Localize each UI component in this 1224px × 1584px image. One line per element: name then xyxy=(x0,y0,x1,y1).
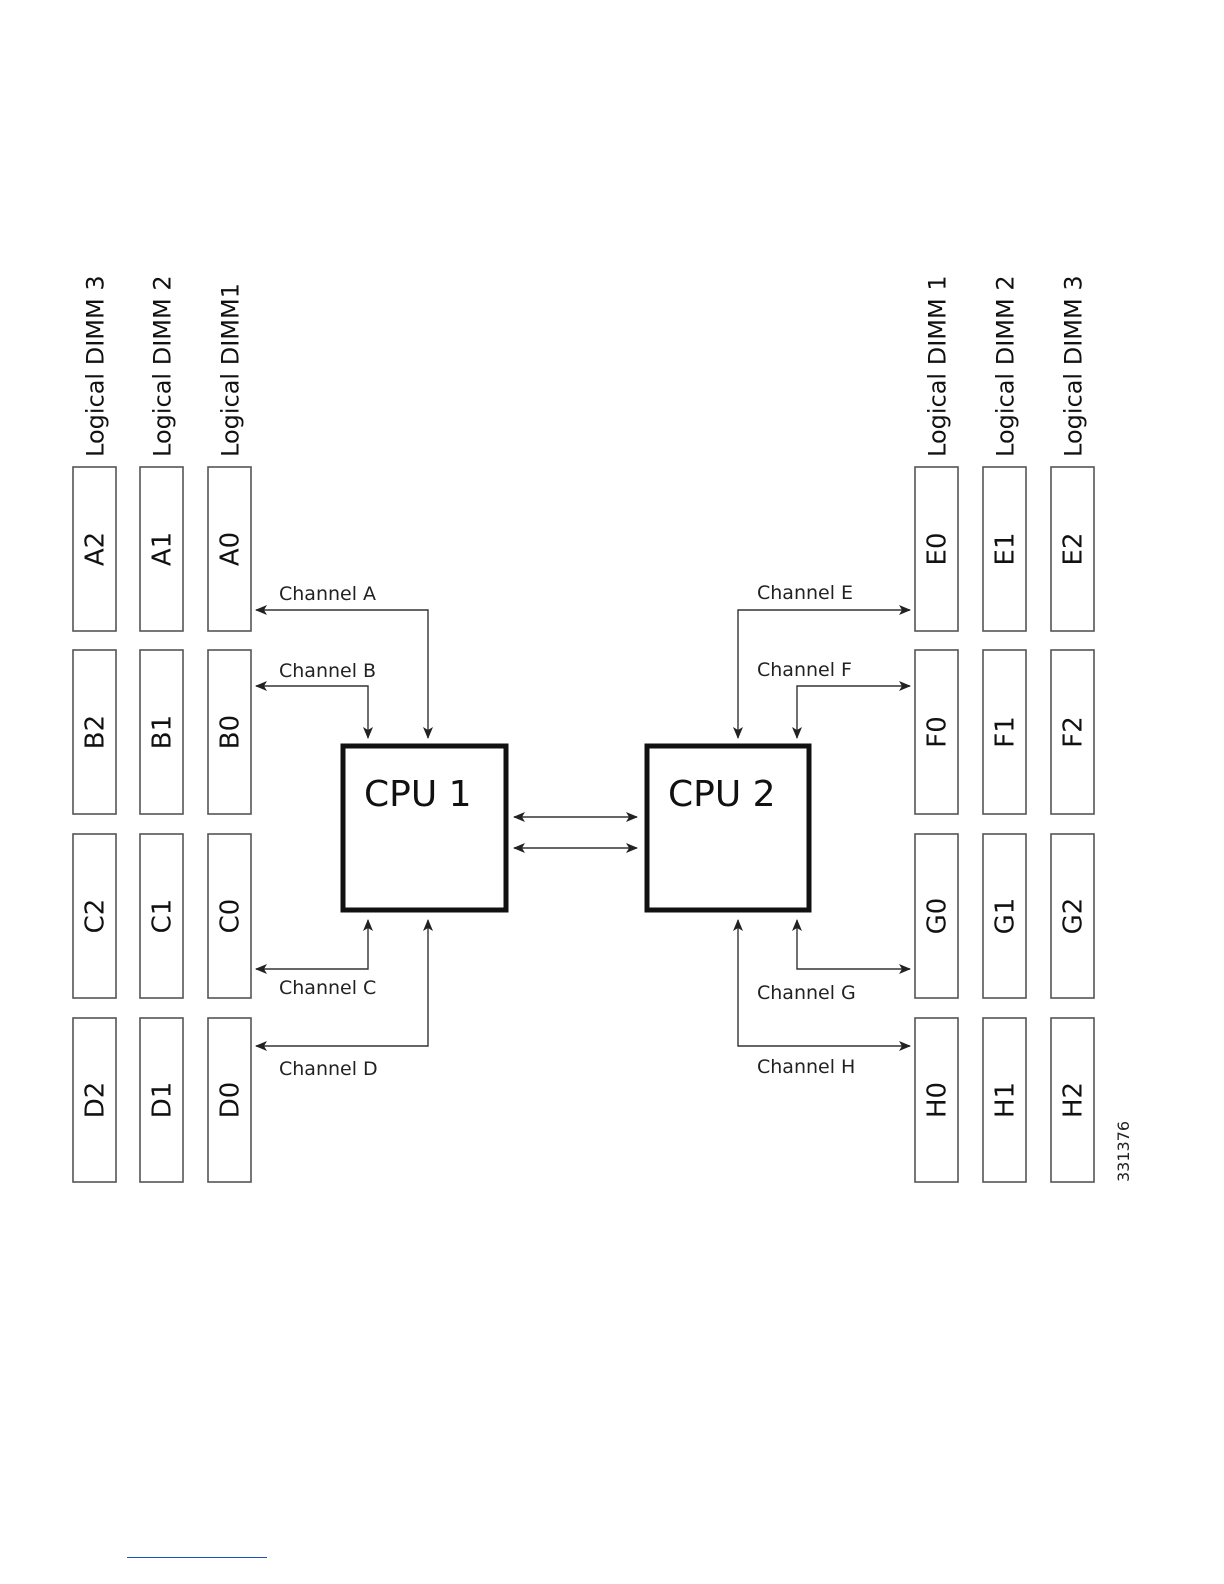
dimm-slot-label: F0 xyxy=(923,716,953,748)
cpu-interconnect xyxy=(514,817,637,848)
channel-b-connector xyxy=(256,686,368,738)
cpu2-box xyxy=(647,746,809,910)
logical-dimm-label: Logical DIMM 3 xyxy=(1060,275,1088,457)
dimm-slot-label: B2 xyxy=(81,715,111,749)
dimm-slot-label: C2 xyxy=(81,899,111,934)
dimm-slot-label: B0 xyxy=(216,715,246,749)
dimm-slot-label: B1 xyxy=(148,715,178,749)
channel-g-label: Channel G xyxy=(757,982,856,1004)
channel-a-label: Channel A xyxy=(279,583,376,605)
logical-dimm-label: Logical DIMM 1 xyxy=(924,275,952,457)
dimm-slot-label: H1 xyxy=(991,1082,1021,1118)
dimm-slot-label: E2 xyxy=(1059,533,1089,566)
dimm-slot-label: H0 xyxy=(923,1082,953,1118)
dimm-slot-label: D1 xyxy=(148,1082,178,1119)
channel-c-connector xyxy=(256,920,368,969)
dimm-slot-label: C0 xyxy=(216,899,246,934)
cpu1-label: CPU 1 xyxy=(364,774,472,815)
dimm-slot-label: D0 xyxy=(216,1082,246,1119)
channel-c-label: Channel C xyxy=(279,977,376,999)
logical-dimm-label: Logical DIMM 2 xyxy=(992,275,1020,457)
footer-rule xyxy=(127,1557,267,1558)
channel-d-label: Channel D xyxy=(279,1058,378,1080)
channel-e-label: Channel E xyxy=(757,582,853,604)
logical-dimm-label: Logical DIMM 3 xyxy=(82,275,110,457)
dimm-slot-label: E1 xyxy=(991,533,1021,566)
cpu1-box xyxy=(343,746,506,910)
channel-f-connector xyxy=(797,686,910,738)
cpu1-block: CPU 1 xyxy=(343,746,506,910)
dimm-slot-label: G0 xyxy=(923,898,953,935)
dimm-slot-label: G2 xyxy=(1059,898,1089,935)
dimm-slot-label: C1 xyxy=(148,899,178,934)
dimm-slot-label: A2 xyxy=(81,532,111,566)
dimm-slot-label: F1 xyxy=(991,716,1021,748)
cpu2-block: CPU 2 xyxy=(647,746,809,910)
logical-dimm-label: Logical DIMM1 xyxy=(217,283,245,457)
channel-b-label: Channel B xyxy=(279,660,376,682)
cpu2-label: CPU 2 xyxy=(668,774,776,815)
dimm-slot-label: F2 xyxy=(1059,716,1089,748)
dimm-slot-label: A1 xyxy=(148,532,178,566)
logical-dimm-label: Logical DIMM 2 xyxy=(149,275,177,457)
dimm-slot-label: G1 xyxy=(991,898,1021,935)
channel-g-connector xyxy=(797,920,910,969)
dimm-slot-label: D2 xyxy=(81,1082,111,1119)
channel-h-label: Channel H xyxy=(757,1056,855,1078)
dimm-slot-label: A0 xyxy=(216,532,246,566)
figure-number: 331376 xyxy=(1114,1121,1133,1182)
channel-f-label: Channel F xyxy=(757,659,852,681)
dimm-slot-label: E0 xyxy=(923,533,953,566)
dimm-slot-label: H2 xyxy=(1059,1082,1089,1118)
